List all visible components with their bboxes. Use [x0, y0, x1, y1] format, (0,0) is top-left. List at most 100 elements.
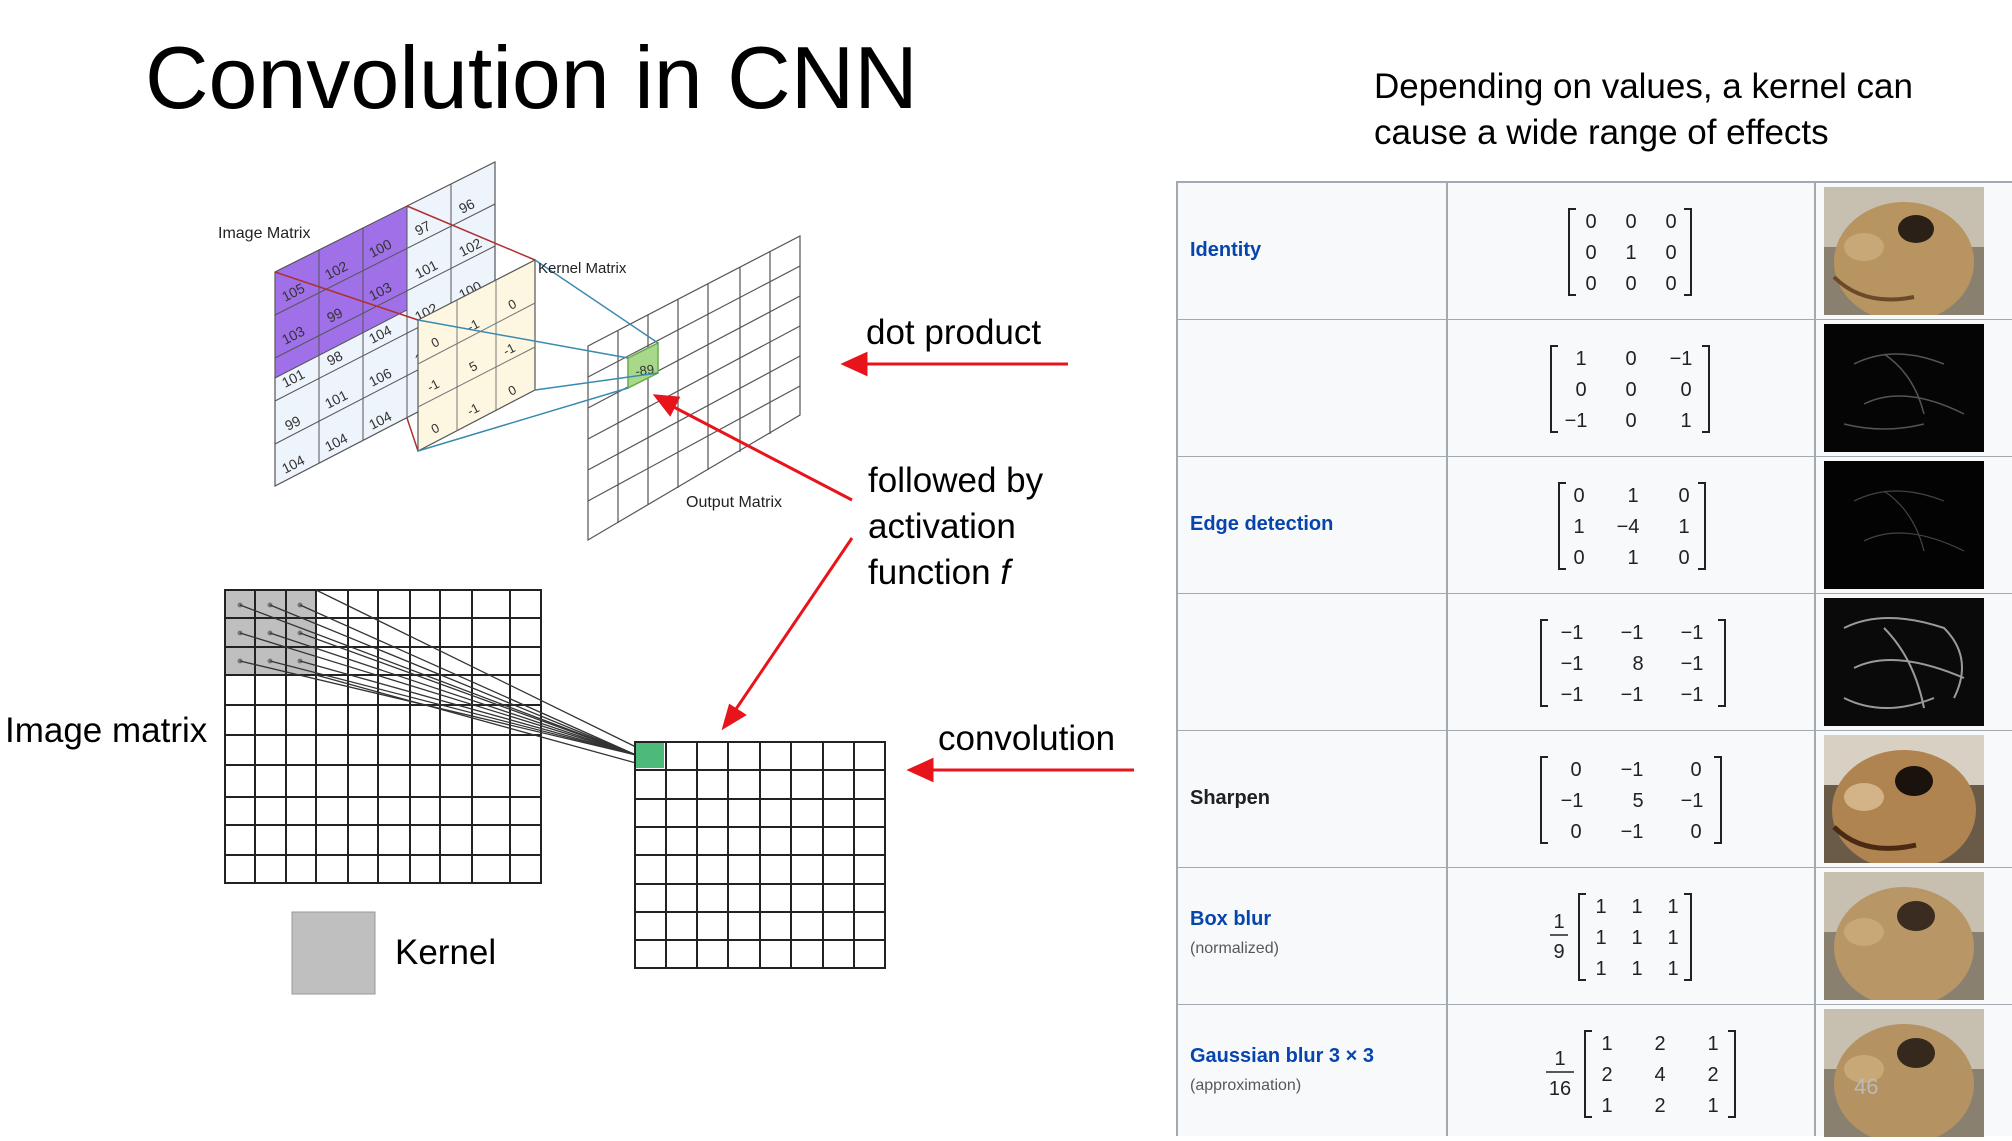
kernel-note-box-blur: (normalized) [1190, 940, 1279, 957]
svg-text:0: 0 [1625, 410, 1636, 432]
animal-image-edge-2 [1824, 461, 1984, 589]
svg-text:1: 1 [1678, 516, 1689, 538]
activation-label-line1: followed by [868, 461, 1044, 500]
svg-text:1: 1 [1667, 958, 1678, 980]
kernel-name-cell: Edge detection [1178, 457, 1448, 593]
svg-text:1: 1 [1573, 516, 1584, 538]
svg-text:−1: −1 [1681, 684, 1704, 706]
svg-text:1: 1 [1631, 927, 1642, 949]
svg-text:0: 0 [1625, 211, 1636, 233]
svg-text:0: 0 [1585, 242, 1596, 264]
svg-text:0: 0 [1690, 821, 1701, 843]
animal-image-box-blur [1824, 872, 1984, 1000]
svg-text:0: 0 [1690, 759, 1701, 781]
kernel-name-identity[interactable]: Identity [1190, 239, 1262, 261]
svg-text:0: 0 [1678, 485, 1689, 507]
svg-text:1: 1 [1707, 1033, 1718, 1055]
svg-text:−1: −1 [1561, 653, 1584, 675]
animal-image-edge-3 [1824, 598, 1984, 726]
svg-text:2: 2 [1654, 1095, 1665, 1117]
kernel-image-cell [1816, 183, 2012, 319]
svg-text:−4: −4 [1617, 516, 1640, 538]
kernel-image-cell [1816, 1005, 2012, 1137]
svg-text:−1: −1 [1561, 684, 1584, 706]
svg-text:9: 9 [1553, 941, 1564, 963]
svg-text:1: 1 [1554, 1048, 1565, 1070]
svg-text:1: 1 [1575, 348, 1586, 370]
svg-text:0: 0 [1625, 348, 1636, 370]
kernel-matrix-grid: 0 -1 0 -1 5 -1 0 -1 0 [417, 259, 536, 452]
kernel-name-edge-detection[interactable]: Edge detection [1190, 513, 1334, 535]
svg-text:−1: −1 [1621, 759, 1644, 781]
svg-text:1: 1 [1601, 1033, 1612, 1055]
kernel-name-gaussian-blur[interactable]: Gaussian blur 3 × 3 [1190, 1045, 1374, 1067]
svg-text:0: 0 [1570, 821, 1581, 843]
svg-text:−1: −1 [1561, 622, 1584, 644]
svg-text:5: 5 [1632, 790, 1643, 812]
slide-subtitle: Depending on values, a kernel can cause … [1374, 67, 1913, 152]
animal-image-sharpen [1824, 735, 1984, 863]
slide-title: Convolution in CNN [145, 28, 918, 127]
kernel-name-cell [1178, 320, 1448, 456]
convolution-label: convolution [938, 719, 1116, 758]
svg-text:0: 0 [1625, 273, 1636, 295]
animal-image-identity [1824, 187, 1984, 315]
svg-text:1: 1 [1553, 911, 1564, 933]
svg-text:4: 4 [1654, 1064, 1665, 1086]
image-kernel-links [274, 205, 536, 452]
output-matrix-caption: Output Matrix [686, 494, 782, 511]
kernel-swatch [291, 911, 376, 995]
svg-text:−1: −1 [1621, 684, 1644, 706]
kernel-name-box-blur[interactable]: Box blur [1190, 908, 1272, 930]
kernel-name-cell: Box blur (normalized) [1178, 868, 1448, 1004]
kernel-matrix-caption: Kernel Matrix [538, 260, 627, 277]
convolution-2d-diagram [224, 589, 886, 995]
bottom-output-grid [634, 741, 886, 969]
kernel-image-cell [1816, 457, 2012, 593]
page-number: 46 [1854, 1074, 1879, 1099]
svg-text:1: 1 [1627, 485, 1638, 507]
svg-text:−1: −1 [1621, 622, 1644, 644]
svg-text:−1: −1 [1561, 790, 1584, 812]
svg-text:0: 0 [1573, 547, 1584, 569]
kernel-to-output-lines [239, 589, 637, 764]
svg-text:0: 0 [1665, 211, 1676, 233]
kernel-name-sharpen: Sharpen [1190, 787, 1271, 809]
dot-product-label: dot product [866, 313, 1042, 352]
svg-text:1: 1 [1631, 958, 1642, 980]
kernel-name-cell: Identity [1178, 183, 1448, 319]
svg-text:0: 0 [1665, 273, 1676, 295]
svg-text:1: 1 [1595, 958, 1606, 980]
svg-text:99: 99 [282, 412, 303, 433]
kernel-name-cell: Gaussian blur 3 × 3 (approximation) [1178, 1005, 1448, 1136]
convolution-3d-diagram: -89 105 102 100 97 96 103 99 103 101 102… [218, 161, 801, 542]
svg-text:2: 2 [1654, 1033, 1665, 1055]
svg-text:1: 1 [1631, 896, 1642, 918]
svg-text:2: 2 [1601, 1064, 1612, 1086]
svg-text:1: 1 [1627, 547, 1638, 569]
kernel-image-cell [1816, 731, 2012, 867]
activation-label-word: function [868, 553, 991, 592]
svg-text:1: 1 [1680, 410, 1691, 432]
svg-text:0: 0 [1585, 211, 1596, 233]
kernel-image-cell [1816, 594, 2012, 730]
kernel-name-cell [1178, 594, 1448, 730]
activation-function-symbol: f [1000, 553, 1011, 592]
svg-text:1: 1 [1601, 1095, 1612, 1117]
svg-text:−1: −1 [1681, 653, 1704, 675]
kernel-effects-table: Identity 0 0 0 0 1 0 0 0 0 [1176, 181, 2012, 1137]
svg-text:−1: −1 [1681, 622, 1704, 644]
svg-text:−1: −1 [1565, 410, 1588, 432]
